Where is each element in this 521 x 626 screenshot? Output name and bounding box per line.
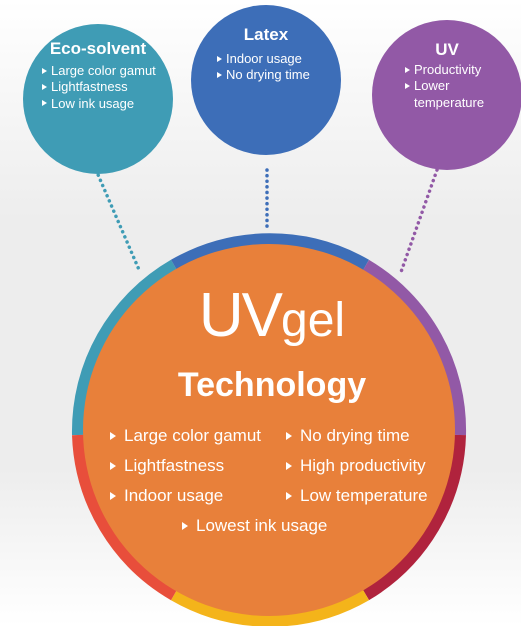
- feature-item: Indoor usage: [110, 486, 223, 506]
- uv-list: Productivity Lower temperature: [405, 62, 521, 111]
- connector-eco: [94, 168, 142, 274]
- connector-uv: [399, 168, 439, 274]
- list-item: Large color gamut: [42, 63, 173, 79]
- main-circle: [83, 244, 455, 616]
- uv-title: UV: [435, 40, 459, 59]
- eco-solvent-bubble: Eco-solvent Large color gamut Lightfastn…: [23, 24, 173, 174]
- ring-segment-crimson: [362, 434, 466, 601]
- technology-subtitle: Technology: [177, 366, 367, 404]
- ring-segment-red: [72, 434, 177, 601]
- feature-item: Lightfastness: [110, 456, 224, 476]
- feature-item: Lowest ink usage: [182, 516, 327, 536]
- outer-ring: [71, 233, 467, 626]
- ring-segment-purple: [362, 259, 467, 436]
- latex-title: Latex: [243, 25, 289, 44]
- list-item: Low ink usage: [42, 96, 173, 112]
- latex-list: Indoor usage No drying time: [217, 51, 341, 84]
- feature-item: High productivity: [286, 456, 426, 476]
- eco-solvent-list: Large color gamut Lightfastness Low ink …: [42, 63, 173, 112]
- logo-uv: UV: [198, 281, 283, 350]
- eco-solvent-title: Eco-solvent: [49, 39, 147, 58]
- list-item: Lightfastness: [42, 79, 173, 95]
- uv-bubble: UV Productivity Lower temperature: [372, 20, 521, 170]
- list-item: Indoor usage: [217, 51, 341, 67]
- latex-bubble: Latex Indoor usage No drying time: [191, 5, 341, 155]
- list-item: Productivity: [405, 62, 521, 78]
- ring-segment-teal: [71, 259, 178, 436]
- feature-item: Low temperature: [286, 486, 428, 506]
- list-item: Lower temperature: [405, 78, 486, 111]
- ring-segment-yellow: [171, 589, 369, 626]
- ring-segment-blue: [171, 233, 369, 271]
- feature-item: Large color gamut: [110, 426, 261, 446]
- list-item: No drying time: [217, 67, 341, 83]
- uvgel-logo: UVgel: [72, 280, 472, 351]
- logo-gel: gel: [281, 294, 346, 347]
- feature-item: No drying time: [286, 426, 410, 446]
